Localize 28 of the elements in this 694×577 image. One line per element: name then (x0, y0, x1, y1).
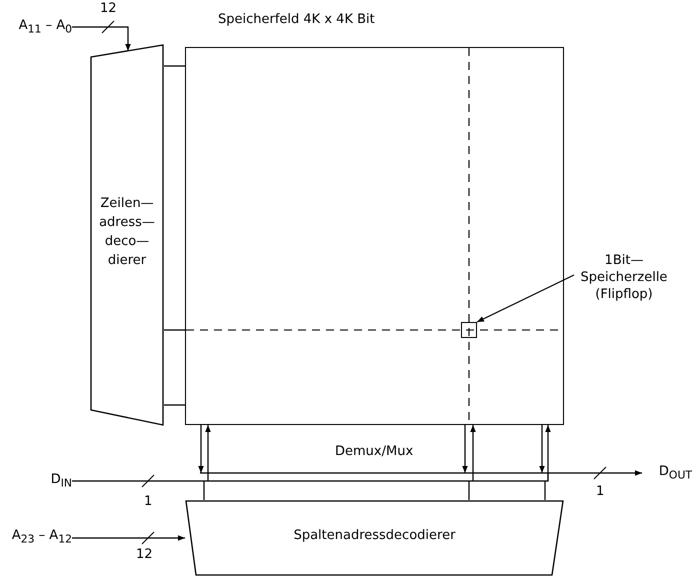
decoder-trapezoid (185, 500, 564, 576)
signal-label: A$_{11}$ – A$_{0}$ (18, 18, 72, 38)
connector-line (164, 65, 185, 67)
connector-line (468, 481, 470, 500)
arrow (198, 425, 204, 473)
arrow (72, 535, 185, 541)
connector-line (544, 481, 546, 500)
array-title: Speicherfeld 4K x 4K Bit (218, 12, 375, 27)
arrow (563, 470, 642, 476)
decoder-trapezoid (90, 44, 164, 426)
arrow (470, 425, 476, 481)
callout-text: 1Bit— Speicherzelle (Flipflop) (574, 252, 674, 306)
arrow (539, 425, 545, 473)
connector-line (164, 329, 185, 331)
decoder-label: Spaltenadressdecodierer (294, 528, 456, 543)
arrow (72, 26, 131, 51)
signal-label: A$_{23}$ – A$_{12}$ (6, 528, 72, 550)
arrow (205, 425, 211, 481)
signal-label: D$_{IN}$ (36, 472, 72, 492)
connector-line (72, 480, 186, 482)
arrow (462, 425, 468, 473)
signal-label: D$_{OUT}$ (642, 464, 692, 484)
connector-line (203, 481, 205, 500)
connector-line (164, 404, 185, 406)
decoder-label: Zeilen— adress— deco— dierer (99, 196, 155, 268)
leader-line (476, 274, 574, 323)
memory-cell (461, 322, 477, 338)
demux-label: Demux/Mux (335, 444, 414, 459)
